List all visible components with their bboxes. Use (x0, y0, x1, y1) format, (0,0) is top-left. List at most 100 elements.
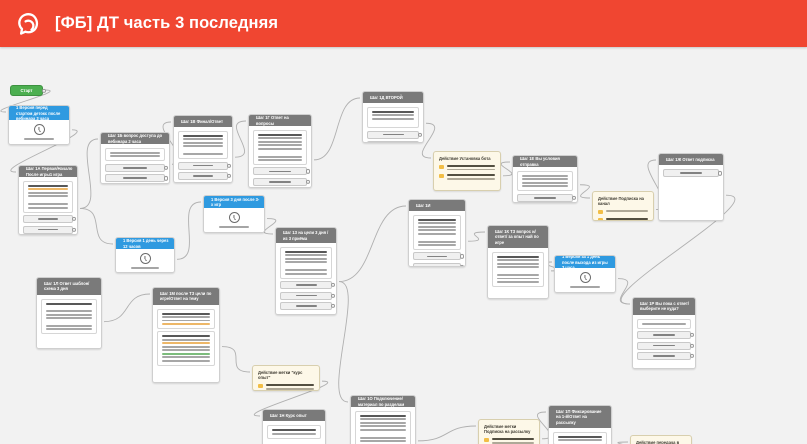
step-card[interactable]: Шаг 1А Первая/Начало После игры1 игра (18, 165, 78, 235)
delay-card[interactable]: 1 Версия перед стартом детокс после веби… (8, 105, 70, 145)
input-port[interactable] (252, 373, 253, 377)
option-button[interactable] (280, 302, 336, 310)
step-card[interactable]: Шаг 1М после ТЗ цели по игре/Ответ на те… (152, 287, 220, 383)
output-port[interactable] (174, 261, 175, 265)
action-card[interactable]: Действие метки "курс опыт" (252, 365, 320, 391)
output-port[interactable] (164, 165, 169, 170)
step-card[interactable]: Шаг 1З на цели 3 дня /из 3 приёма (275, 227, 337, 315)
option-button[interactable] (637, 341, 695, 350)
action-card[interactable]: Действие Подписка на канал (592, 191, 654, 221)
delay-card[interactable]: 1 Версия 1 день через 12 часов (115, 237, 175, 273)
option-button[interactable] (367, 141, 419, 142)
delay-card[interactable]: 1 Версия 3 дня после 3-х игр (203, 195, 265, 233)
option-button[interactable] (637, 331, 695, 340)
action-text (491, 437, 534, 444)
text-line (372, 117, 414, 120)
step-card-title: Шаг 1Г Ответ на вопросы (249, 115, 311, 126)
option-button[interactable] (280, 281, 336, 289)
output-port[interactable] (164, 176, 169, 181)
option-button[interactable] (413, 252, 465, 261)
chatbot-logo-icon[interactable] (12, 9, 42, 39)
option-button[interactable] (280, 291, 336, 300)
option-button[interactable] (105, 174, 169, 183)
output-port[interactable] (227, 173, 232, 179)
delay-card[interactable]: 1 Версия за 1 день после выхода из игры … (554, 255, 616, 293)
step-card[interactable]: Шаг 1Н Курс опыт (262, 409, 326, 444)
option-button[interactable] (253, 177, 311, 186)
action-card[interactable]: Действие передача в актуальную ТЗ (630, 435, 692, 444)
step-card-title: Шаг 1К ТЗ вопрос и/ответ/ за опыт най по… (488, 226, 548, 248)
output-port[interactable] (615, 281, 616, 285)
option-button[interactable] (517, 193, 577, 202)
input-port[interactable] (433, 159, 434, 163)
output-port[interactable] (418, 132, 423, 137)
output-port[interactable] (690, 332, 695, 338)
output-port[interactable] (460, 264, 465, 266)
action-card[interactable]: Действие Установка бота (433, 151, 501, 191)
step-card[interactable]: Шаг 1О Подключение/материал по разделам (350, 395, 416, 444)
option-button[interactable] (23, 215, 77, 223)
output-port[interactable] (306, 179, 311, 185)
step-card[interactable]: Шаг 1П Фиксирование на 1-й/Ответ на расс… (548, 405, 612, 444)
option-button[interactable] (178, 172, 232, 181)
output-port[interactable] (690, 353, 695, 359)
output-port[interactable] (306, 169, 311, 174)
output-port[interactable] (539, 439, 540, 443)
card-body (409, 211, 465, 267)
step-card[interactable]: Шаг 1Р Вы пока с ответ/выберите не куда? (632, 297, 696, 369)
output-port[interactable] (319, 379, 320, 383)
step-card[interactable]: Шаг 1Ж Ответ подписка (658, 153, 724, 221)
text-line (28, 203, 68, 206)
output-port[interactable] (331, 282, 336, 288)
input-port[interactable] (478, 427, 479, 431)
step-card-title: Шаг 1Б вопрос доступа до вебинара 2 часа (101, 133, 169, 144)
text-line (360, 425, 406, 428)
output-port[interactable] (264, 221, 265, 225)
step-card[interactable]: Шаг 1И (408, 199, 466, 267)
action-text (446, 173, 495, 180)
step-card[interactable]: Шаг 1Г Ответ на вопросы (248, 114, 312, 188)
output-port[interactable] (690, 343, 695, 348)
action-row (598, 209, 648, 215)
action-card[interactable]: Действие метки Подписка на рассылку (478, 419, 540, 444)
step-card[interactable]: Шаг 1В Финал/Ответ (173, 115, 233, 183)
option-button[interactable] (23, 225, 77, 234)
output-port[interactable] (219, 371, 220, 375)
output-port[interactable] (69, 133, 70, 137)
output-port[interactable] (331, 293, 336, 298)
text-line (360, 415, 406, 417)
option-button-label (427, 266, 446, 267)
flow-canvas[interactable]: Старт 1 Версия перед стартом детокс после… (0, 47, 807, 444)
output-port[interactable] (653, 209, 654, 213)
text-line (372, 114, 414, 117)
step-card[interactable]: Шаг 1Д ВТОРОЙ (362, 91, 424, 143)
output-port[interactable] (572, 195, 577, 200)
step-card[interactable]: Шаг 1Е Вы условия отправка (512, 155, 578, 203)
output-port[interactable] (227, 163, 232, 168)
option-button[interactable] (413, 262, 465, 267)
option-button[interactable] (637, 352, 695, 361)
step-card[interactable]: Шаг 1Б вопрос доступа до вебинара 2 часа (100, 132, 170, 184)
option-button[interactable] (178, 161, 232, 170)
option-button[interactable] (663, 169, 723, 178)
output-port[interactable] (101, 337, 102, 341)
start-node-label: Старт (20, 88, 33, 93)
output-port[interactable] (500, 179, 501, 183)
text-line (605, 210, 648, 213)
output-port[interactable] (331, 303, 336, 309)
output-port[interactable] (460, 254, 465, 259)
output-port[interactable] (548, 287, 549, 291)
output-port[interactable] (718, 171, 723, 176)
message-text-block (280, 247, 332, 279)
output-port[interactable] (72, 216, 77, 222)
step-card[interactable]: Шаг 1Л Ответ шаблон/схема 3 дня (36, 277, 102, 349)
option-button[interactable] (253, 167, 311, 176)
option-button[interactable] (105, 163, 169, 172)
step-card[interactable]: Шаг 1К ТЗ вопрос и/ответ/ за опыт най по… (487, 225, 549, 299)
output-port[interactable] (42, 88, 47, 93)
output-port[interactable] (72, 227, 77, 232)
text-line (446, 165, 495, 167)
start-node[interactable]: Старт (10, 85, 47, 96)
option-button[interactable] (367, 130, 423, 139)
input-port[interactable] (592, 199, 593, 203)
